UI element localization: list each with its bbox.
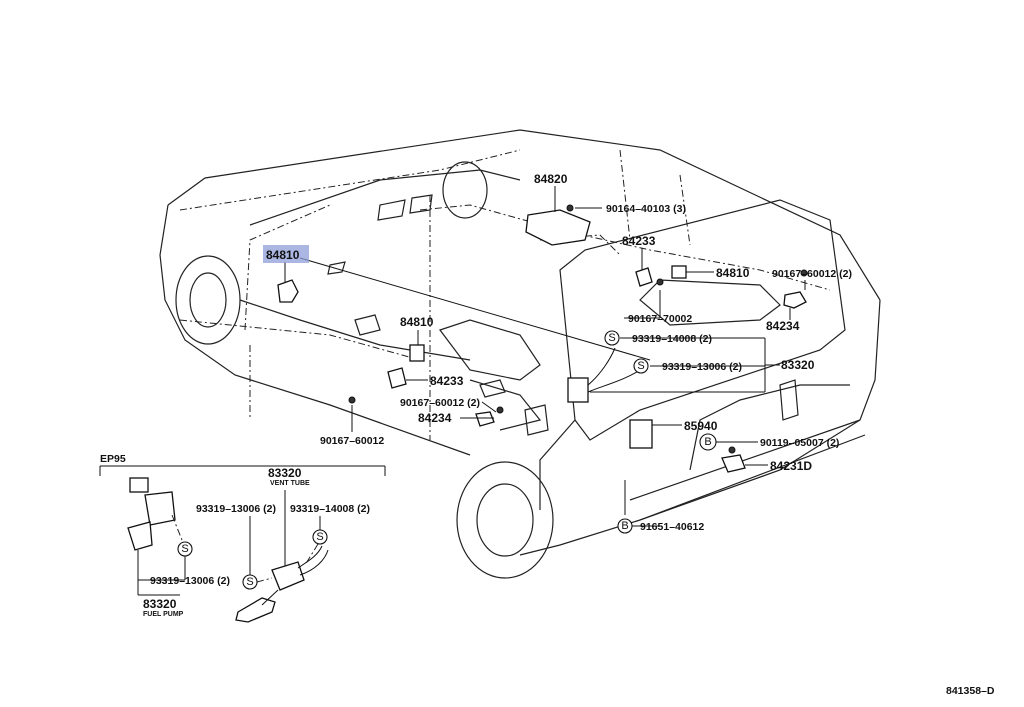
sender-83320-shape <box>567 377 589 403</box>
screw-90167-right-shape <box>800 269 808 277</box>
screw-90167-70002-shape <box>656 278 664 286</box>
inset-ep95: EP95 S 93319–13006 (2) 83320 FUEL PUMP 8… <box>99 453 386 623</box>
label-90119-05007[interactable]: 90119–05007 (2) <box>760 437 839 449</box>
label-85940[interactable]: 85940 <box>684 419 718 433</box>
bolt-90164-shape <box>566 204 574 212</box>
part-shapes <box>277 204 808 473</box>
inset-vent-14008[interactable]: 93319–14008 (2) <box>290 503 370 515</box>
switch-84820-shape <box>525 209 591 246</box>
inset-title: EP95 <box>100 453 126 465</box>
leader-lines <box>284 186 806 527</box>
switch-84233-top-shape <box>635 267 653 287</box>
label-90167-60012-right[interactable]: 90167–60012 (2) <box>772 268 852 280</box>
label-84234-left[interactable]: 84234 <box>418 411 452 425</box>
symbol-s-14008-text: S <box>608 332 615 344</box>
symbol-b-90119-text: B <box>704 436 711 448</box>
label-84233-top[interactable]: 84233 <box>622 234 656 248</box>
label-90167-60012-bottom[interactable]: 90167–60012 <box>320 435 384 447</box>
symbol-b-91651 <box>617 518 633 534</box>
vent-sender-body-shape <box>271 561 305 591</box>
bolt-90119-shape <box>728 446 736 454</box>
fuel-pump-float-shape <box>127 521 153 551</box>
switch-84810-mid-shape <box>409 344 425 362</box>
fuel-pump-connector-shape <box>129 477 149 493</box>
label-90164-40103[interactable]: 90164–40103 (3) <box>606 203 686 215</box>
inset-symbol-s-vent-bottom-text: S <box>246 576 253 588</box>
label-84810-left[interactable]: 84810 <box>266 248 300 262</box>
inset-symbol-s-fuel-text: S <box>181 543 188 555</box>
part-labels: 84810 84820 90164–40103 (3) 84233 84810 … <box>266 172 852 533</box>
highlight-84810 <box>263 245 309 263</box>
inset-vent-number[interactable]: 83320 <box>268 466 302 480</box>
label-84810-mid[interactable]: 84810 <box>400 315 434 329</box>
symbol-s-13006 <box>633 358 649 374</box>
symbol-b-91651-text: B <box>621 520 628 532</box>
label-93319-14008[interactable]: 93319–14008 (2) <box>632 333 712 345</box>
switch-84234-left-shape <box>475 411 495 427</box>
label-84234-right[interactable]: 84234 <box>766 319 800 333</box>
vent-sender-float-shape <box>235 597 276 623</box>
inset-symbol-s-vent-top-text: S <box>316 531 323 543</box>
label-84231d[interactable]: 84231D <box>770 459 812 473</box>
inset-vent-name: VENT TUBE <box>270 480 310 487</box>
inset-symbol-s-vent-top <box>312 529 328 545</box>
label-83320-main[interactable]: 83320 <box>781 358 815 372</box>
switch-84810-left-shape <box>277 279 299 303</box>
label-91651-40612[interactable]: 91651–40612 <box>640 521 704 533</box>
label-84810-right[interactable]: 84810 <box>716 266 750 280</box>
label-93319-13006[interactable]: 93319–13006 (2) <box>662 361 742 373</box>
switch-84233-left-shape <box>387 367 407 389</box>
label-84233-left[interactable]: 84233 <box>430 374 464 388</box>
label-90167-70002[interactable]: 90167–70002 <box>628 313 692 325</box>
switch-84810-right-shape <box>671 265 687 279</box>
relay-85940-shape <box>629 419 653 449</box>
label-84820[interactable]: 84820 <box>534 172 568 186</box>
inset-vent-13006[interactable]: 93319–13006 (2) <box>196 503 276 515</box>
switch-84231d-shape <box>721 454 746 473</box>
screw-90167-bottom-shape <box>348 396 356 404</box>
symbol-s-14008 <box>604 330 620 346</box>
label-90167-60012-left[interactable]: 90167–60012 (2) <box>400 397 480 409</box>
switch-84234-right-shape <box>783 291 807 309</box>
inset-fuel-number[interactable]: 83320 <box>143 597 177 611</box>
vehicle-outline <box>159 129 881 579</box>
fuel-pump-body-shape <box>144 491 176 526</box>
diagram-code: 841358–D <box>946 685 995 697</box>
inset-fuel-13006[interactable]: 93319–13006 (2) <box>150 575 230 587</box>
screw-90167-left-shape <box>496 406 504 414</box>
inset-fuel-name: FUEL PUMP <box>143 611 184 618</box>
symbol-s-13006-text: S <box>637 360 644 372</box>
circled-symbols: S S B B <box>604 330 717 534</box>
symbol-b-90119 <box>699 433 717 451</box>
